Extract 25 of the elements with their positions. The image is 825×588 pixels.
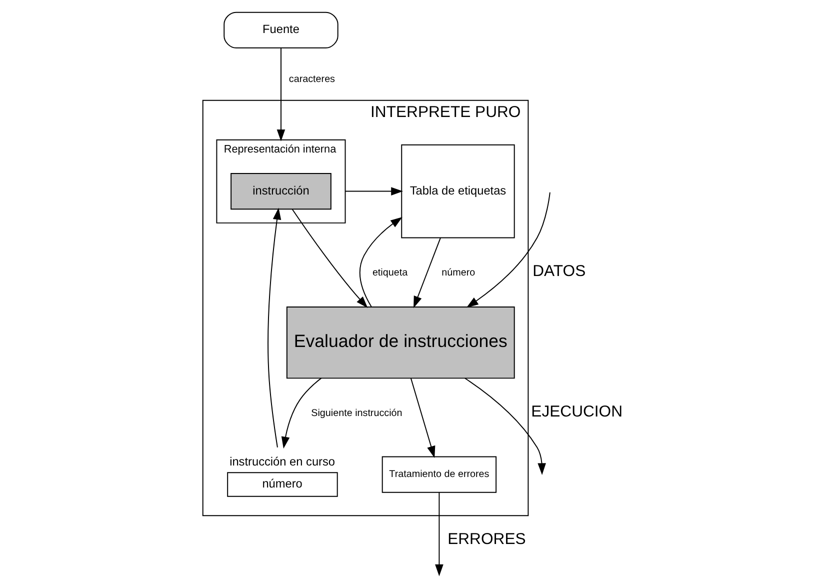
arrow (435, 492, 444, 576)
arrow (414, 237, 441, 308)
arrow (268, 208, 282, 448)
arrow (344, 187, 403, 196)
node-box: instrucción (230, 173, 332, 210)
arrow (276, 48, 286, 142)
edge-label: Siguiente instrucción (311, 408, 402, 419)
edge-label: DATOS (532, 263, 586, 280)
node-box: Evaluador de instrucciones (286, 306, 515, 379)
arrow (410, 378, 436, 458)
arrow (359, 217, 402, 308)
edge-label: etiqueta (372, 267, 408, 278)
node-box: Fuente (224, 12, 338, 48)
node-box: número (227, 472, 338, 497)
node-label: instrucción en curso (230, 454, 336, 468)
node-box: Tabla de etiquetas (401, 144, 515, 238)
edge-label: ERRORES (448, 531, 526, 548)
edge-label: número (442, 267, 476, 278)
edge-label: EJECUCION (531, 404, 623, 421)
arrow (292, 208, 368, 308)
arrow (466, 192, 550, 308)
arrow (281, 378, 322, 449)
arrow (464, 378, 546, 476)
edge-label: caracteres (288, 74, 336, 86)
node-box: Tratamiento de errores (382, 456, 497, 493)
